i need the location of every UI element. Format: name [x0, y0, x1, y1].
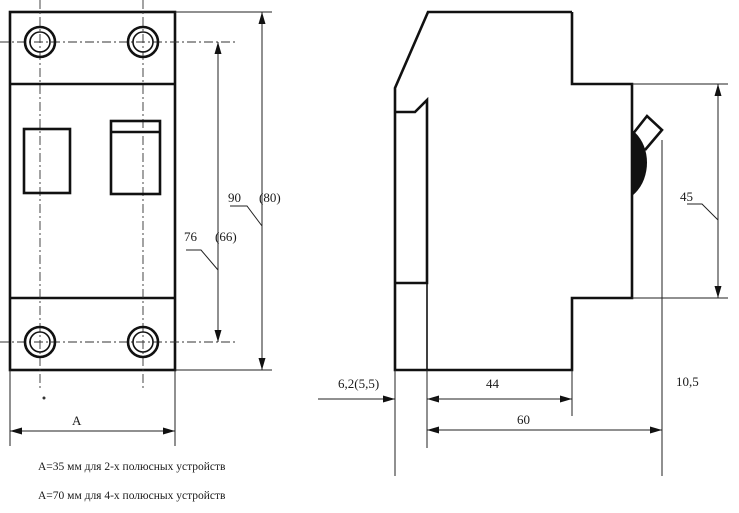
dim-hole-spacing-alt-label: (66) — [215, 229, 237, 244]
screw-bottom-left-icon — [23, 325, 57, 359]
side-toggle-handle — [630, 114, 664, 196]
side-view: 45 6,2(5,5) 44 60 10,5 — [318, 10, 728, 476]
stray-dot — [42, 396, 46, 400]
dim-outer-height — [175, 11, 272, 371]
dim-body-depth-label: 44 — [486, 376, 500, 391]
dim-handle-label: 10,5 — [676, 374, 699, 389]
side-rail-clip-upper — [395, 96, 429, 285]
dim-rail-height-label: 45 — [680, 189, 693, 204]
dim-body-depth — [427, 395, 572, 403]
dim-hole-spacing-label: 76 — [184, 229, 198, 244]
note-4pole: A=70 мм для 4-х полюсных устройств — [38, 490, 226, 502]
dim-total-depth-label: 60 — [517, 412, 530, 427]
dim-total-depth — [427, 426, 662, 434]
screw-bottom-right-icon — [126, 325, 160, 359]
dim-width-label: A — [72, 413, 82, 428]
dim-rail-offset-label: 6,2(5,5) — [338, 376, 379, 391]
note-2pole: A=35 мм для 2-х полюсных устройств — [38, 461, 226, 473]
front-view: 90 (80) 76 (66) A — [0, 0, 281, 446]
dim-rail-height — [632, 83, 728, 299]
screw-top-right-icon — [126, 25, 160, 59]
dim-hole-spacing — [186, 42, 222, 342]
side-body-outline — [393, 10, 634, 372]
screw-top-left-icon — [23, 25, 57, 59]
dim-outer-height-label: 90 — [228, 190, 241, 205]
front-toggle-right — [109, 119, 162, 196]
dim-width — [9, 370, 176, 446]
front-window-left — [22, 127, 72, 195]
front-body-outline — [8, 10, 177, 372]
dim-outer-height-alt-label: (80) — [259, 190, 281, 205]
